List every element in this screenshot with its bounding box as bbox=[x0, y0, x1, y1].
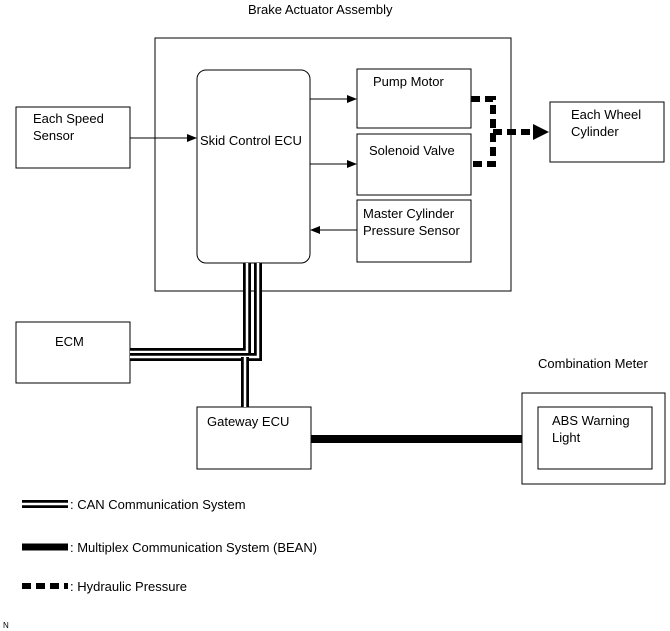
master-cylinder-sensor-box bbox=[356, 199, 472, 263]
wheel-cylinder-box bbox=[549, 101, 665, 163]
ecm-box bbox=[15, 321, 131, 384]
speed-sensor-box bbox=[15, 106, 131, 169]
legend-can-label: : CAN Communication System bbox=[70, 497, 246, 512]
wheel-cylinder-label-1: Each Wheel bbox=[571, 107, 641, 122]
speed-sensor-label-1: Each Speed bbox=[33, 111, 104, 126]
pump-motor-box bbox=[356, 68, 472, 129]
skid-control-ecu-box bbox=[196, 69, 311, 264]
speed-sensor-label-2: Sensor bbox=[33, 128, 75, 143]
legend: : CAN Communication System : Multiplex C… bbox=[22, 497, 317, 594]
master-cylinder-sensor-label-1: Master Cylinder bbox=[363, 206, 455, 221]
can-bus-lines bbox=[130, 263, 262, 407]
solenoid-valve-label: Solenoid Valve bbox=[369, 143, 455, 158]
skid-control-ecu-label: Skid Control ECU bbox=[200, 133, 302, 148]
gateway-ecu-box bbox=[196, 406, 312, 470]
abs-warning-light-label-2: Light bbox=[552, 430, 581, 445]
gateway-ecu-label: Gateway ECU bbox=[207, 414, 289, 429]
hydraulic-pressure-lines bbox=[471, 96, 534, 167]
legend-hydraulic-label: : Hydraulic Pressure bbox=[70, 579, 187, 594]
master-cylinder-sensor-label-2: Pressure Sensor bbox=[363, 223, 460, 238]
pump-motor-label: Pump Motor bbox=[373, 74, 444, 89]
legend-bean-label: : Multiplex Communication System (BEAN) bbox=[70, 540, 317, 555]
corner-mark: N bbox=[3, 621, 9, 630]
wheel-cylinder-label-2: Cylinder bbox=[571, 124, 619, 139]
solenoid-valve-box bbox=[356, 133, 472, 196]
combination-meter-title: Combination Meter bbox=[538, 356, 648, 371]
ecm-label: ECM bbox=[55, 334, 84, 349]
abs-warning-light-box bbox=[537, 406, 653, 470]
assembly-title: Brake Actuator Assembly bbox=[248, 2, 393, 17]
abs-warning-light-label-1: ABS Warning bbox=[552, 413, 630, 428]
hydraulic-arrowhead bbox=[533, 124, 549, 140]
